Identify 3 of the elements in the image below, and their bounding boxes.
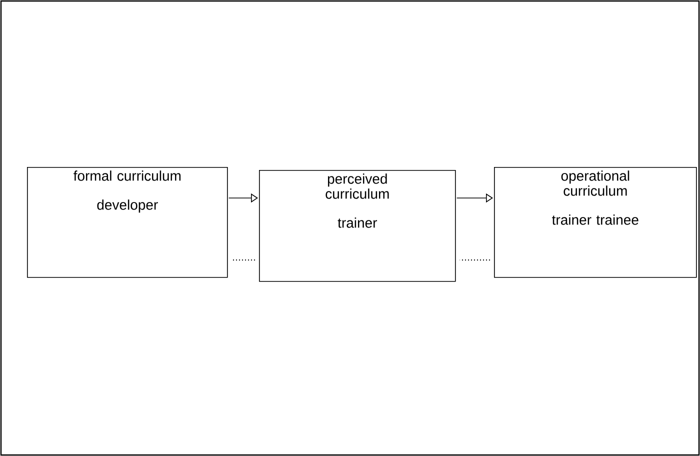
process-box: formal curriculum developer: [27, 167, 228, 278]
process-box: perceived curriculum trainer: [259, 170, 456, 282]
process-box: operational curriculum trainer trainee: [494, 167, 697, 278]
